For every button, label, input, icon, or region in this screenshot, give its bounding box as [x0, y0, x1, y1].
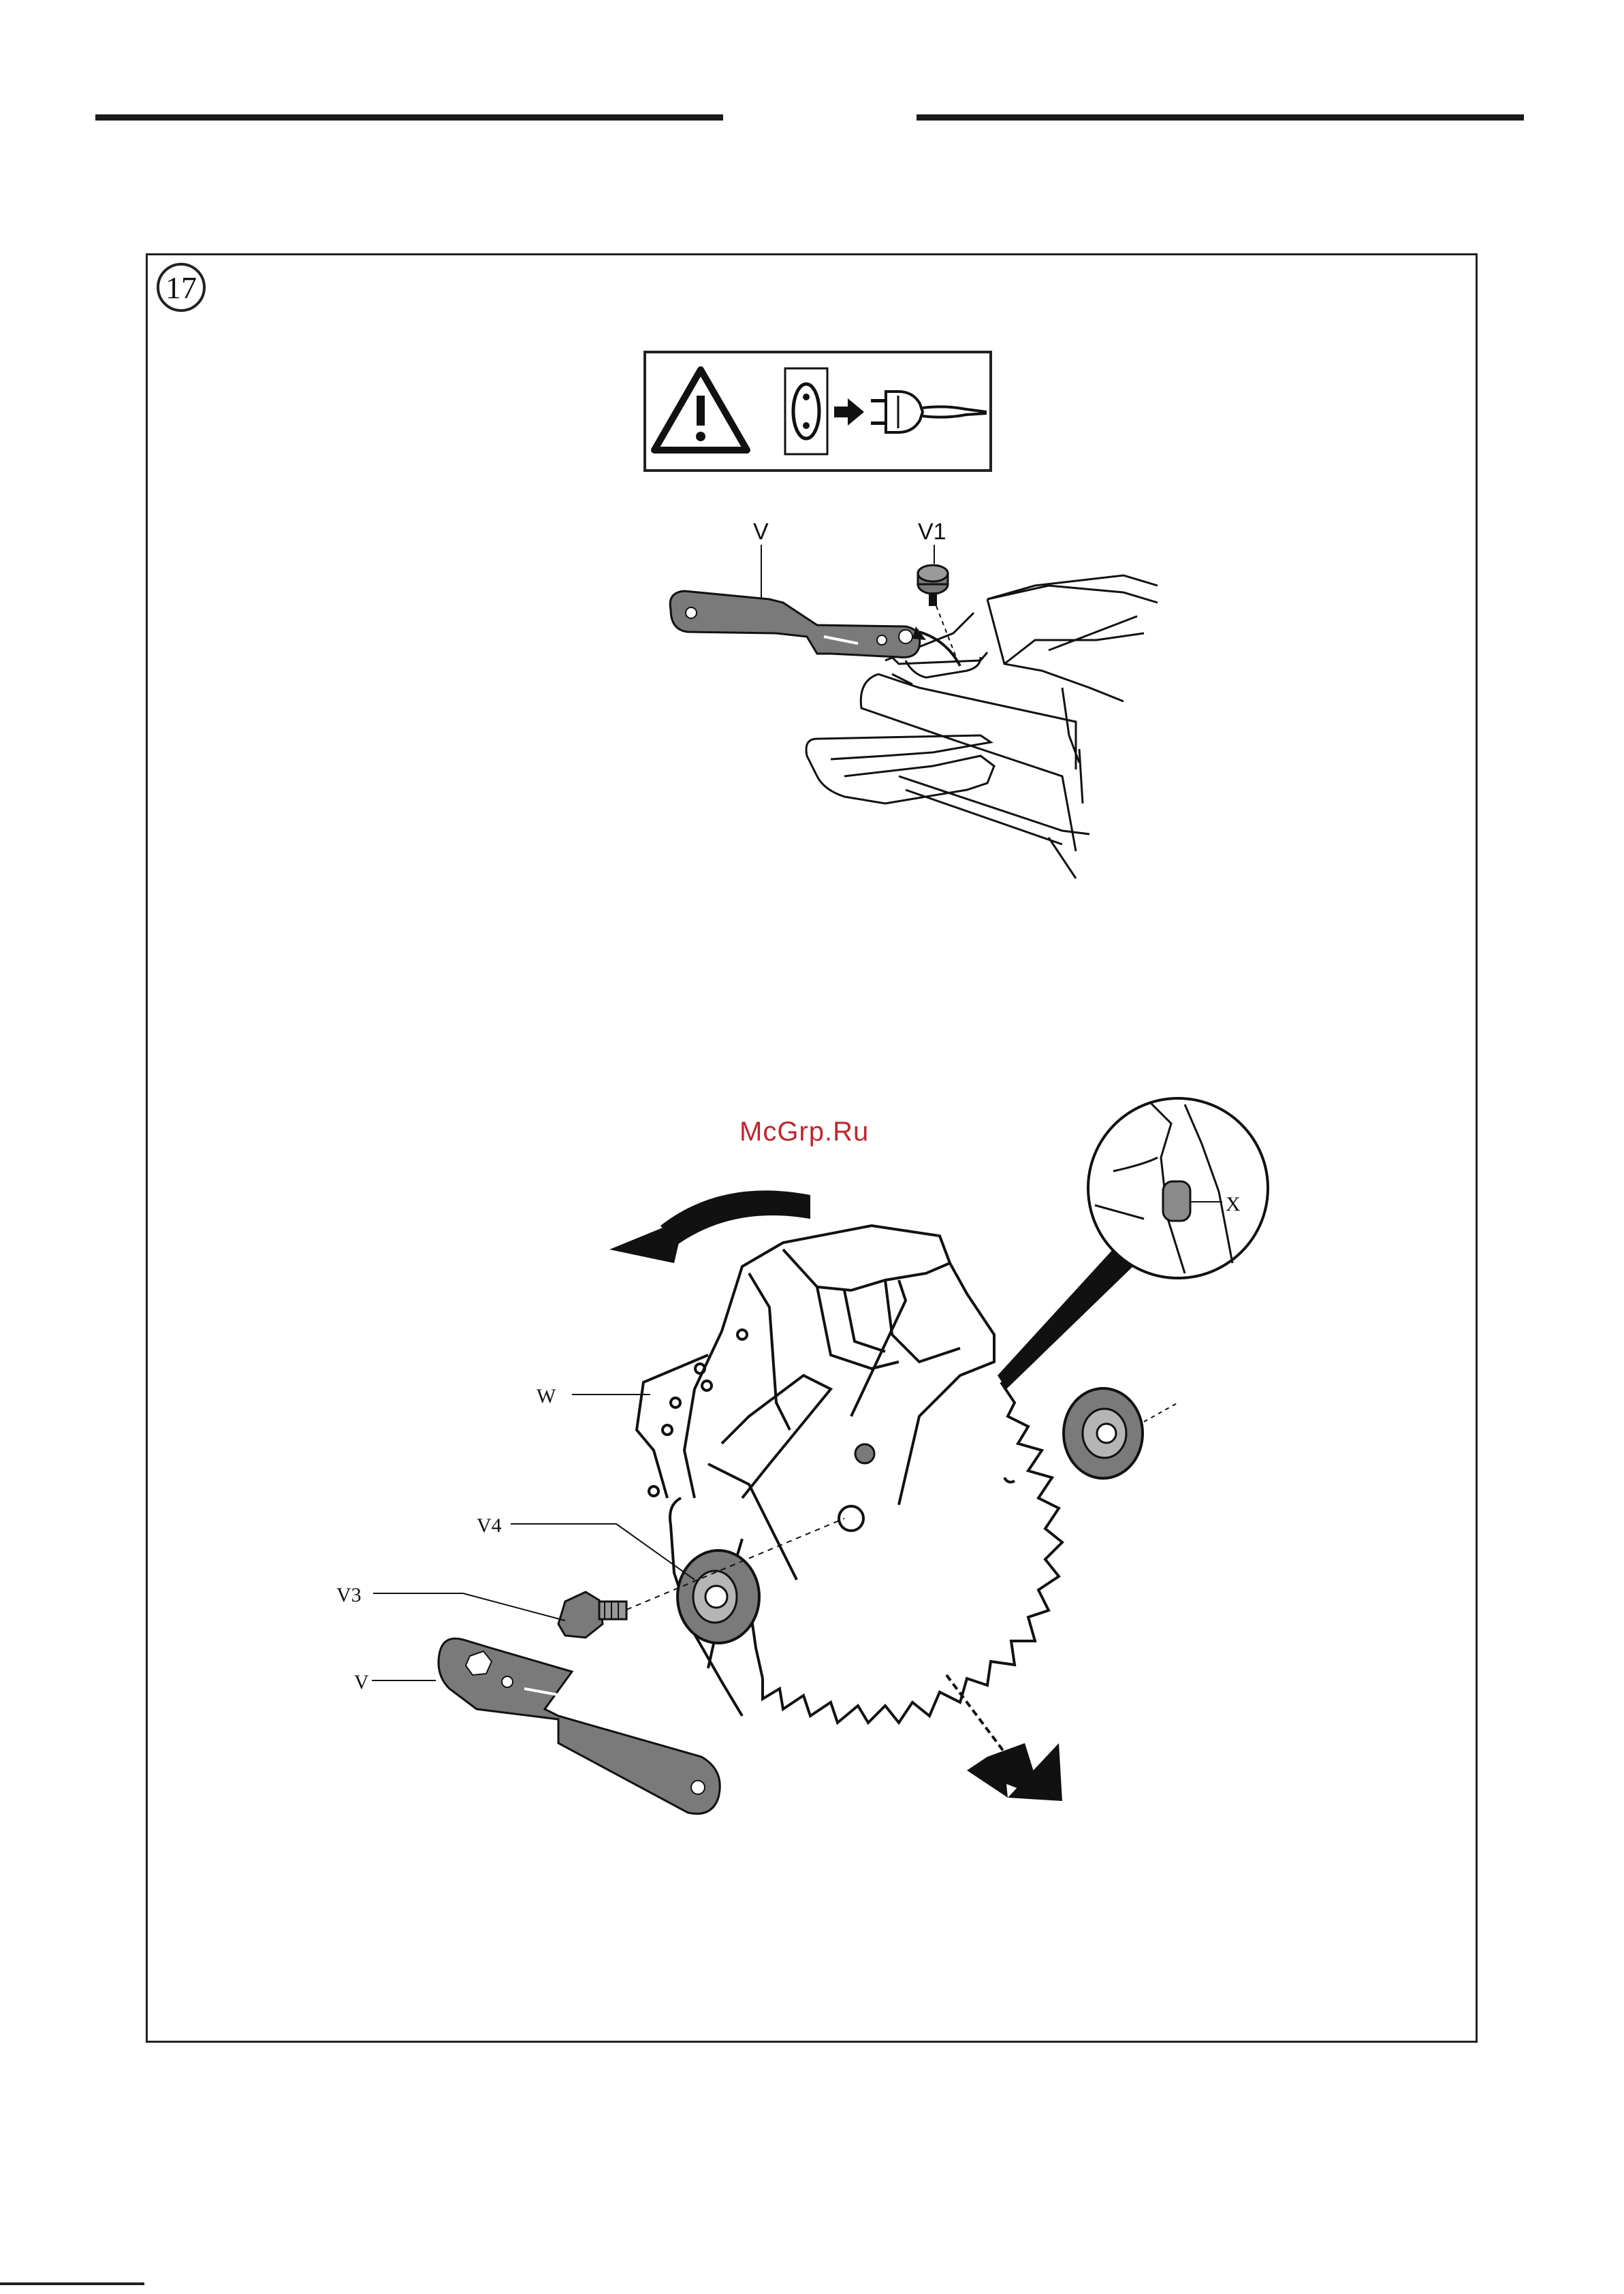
footer-rule [0, 2282, 144, 2285]
arrow-right-icon [834, 398, 864, 426]
plug-icon [871, 392, 987, 432]
step-number-badge: 17 [157, 263, 206, 312]
unplug-socket-icon [785, 368, 827, 454]
figure-frame [146, 253, 1478, 2043]
warning-icons [646, 353, 989, 469]
header-rule-right [917, 114, 1524, 121]
unplug-warning-box [643, 351, 992, 472]
header-rule-left [95, 114, 723, 121]
warning-triangle-icon [654, 370, 747, 450]
watermark-text: McGrp.Ru [739, 1117, 869, 1147]
step-number: 17 [165, 270, 197, 306]
